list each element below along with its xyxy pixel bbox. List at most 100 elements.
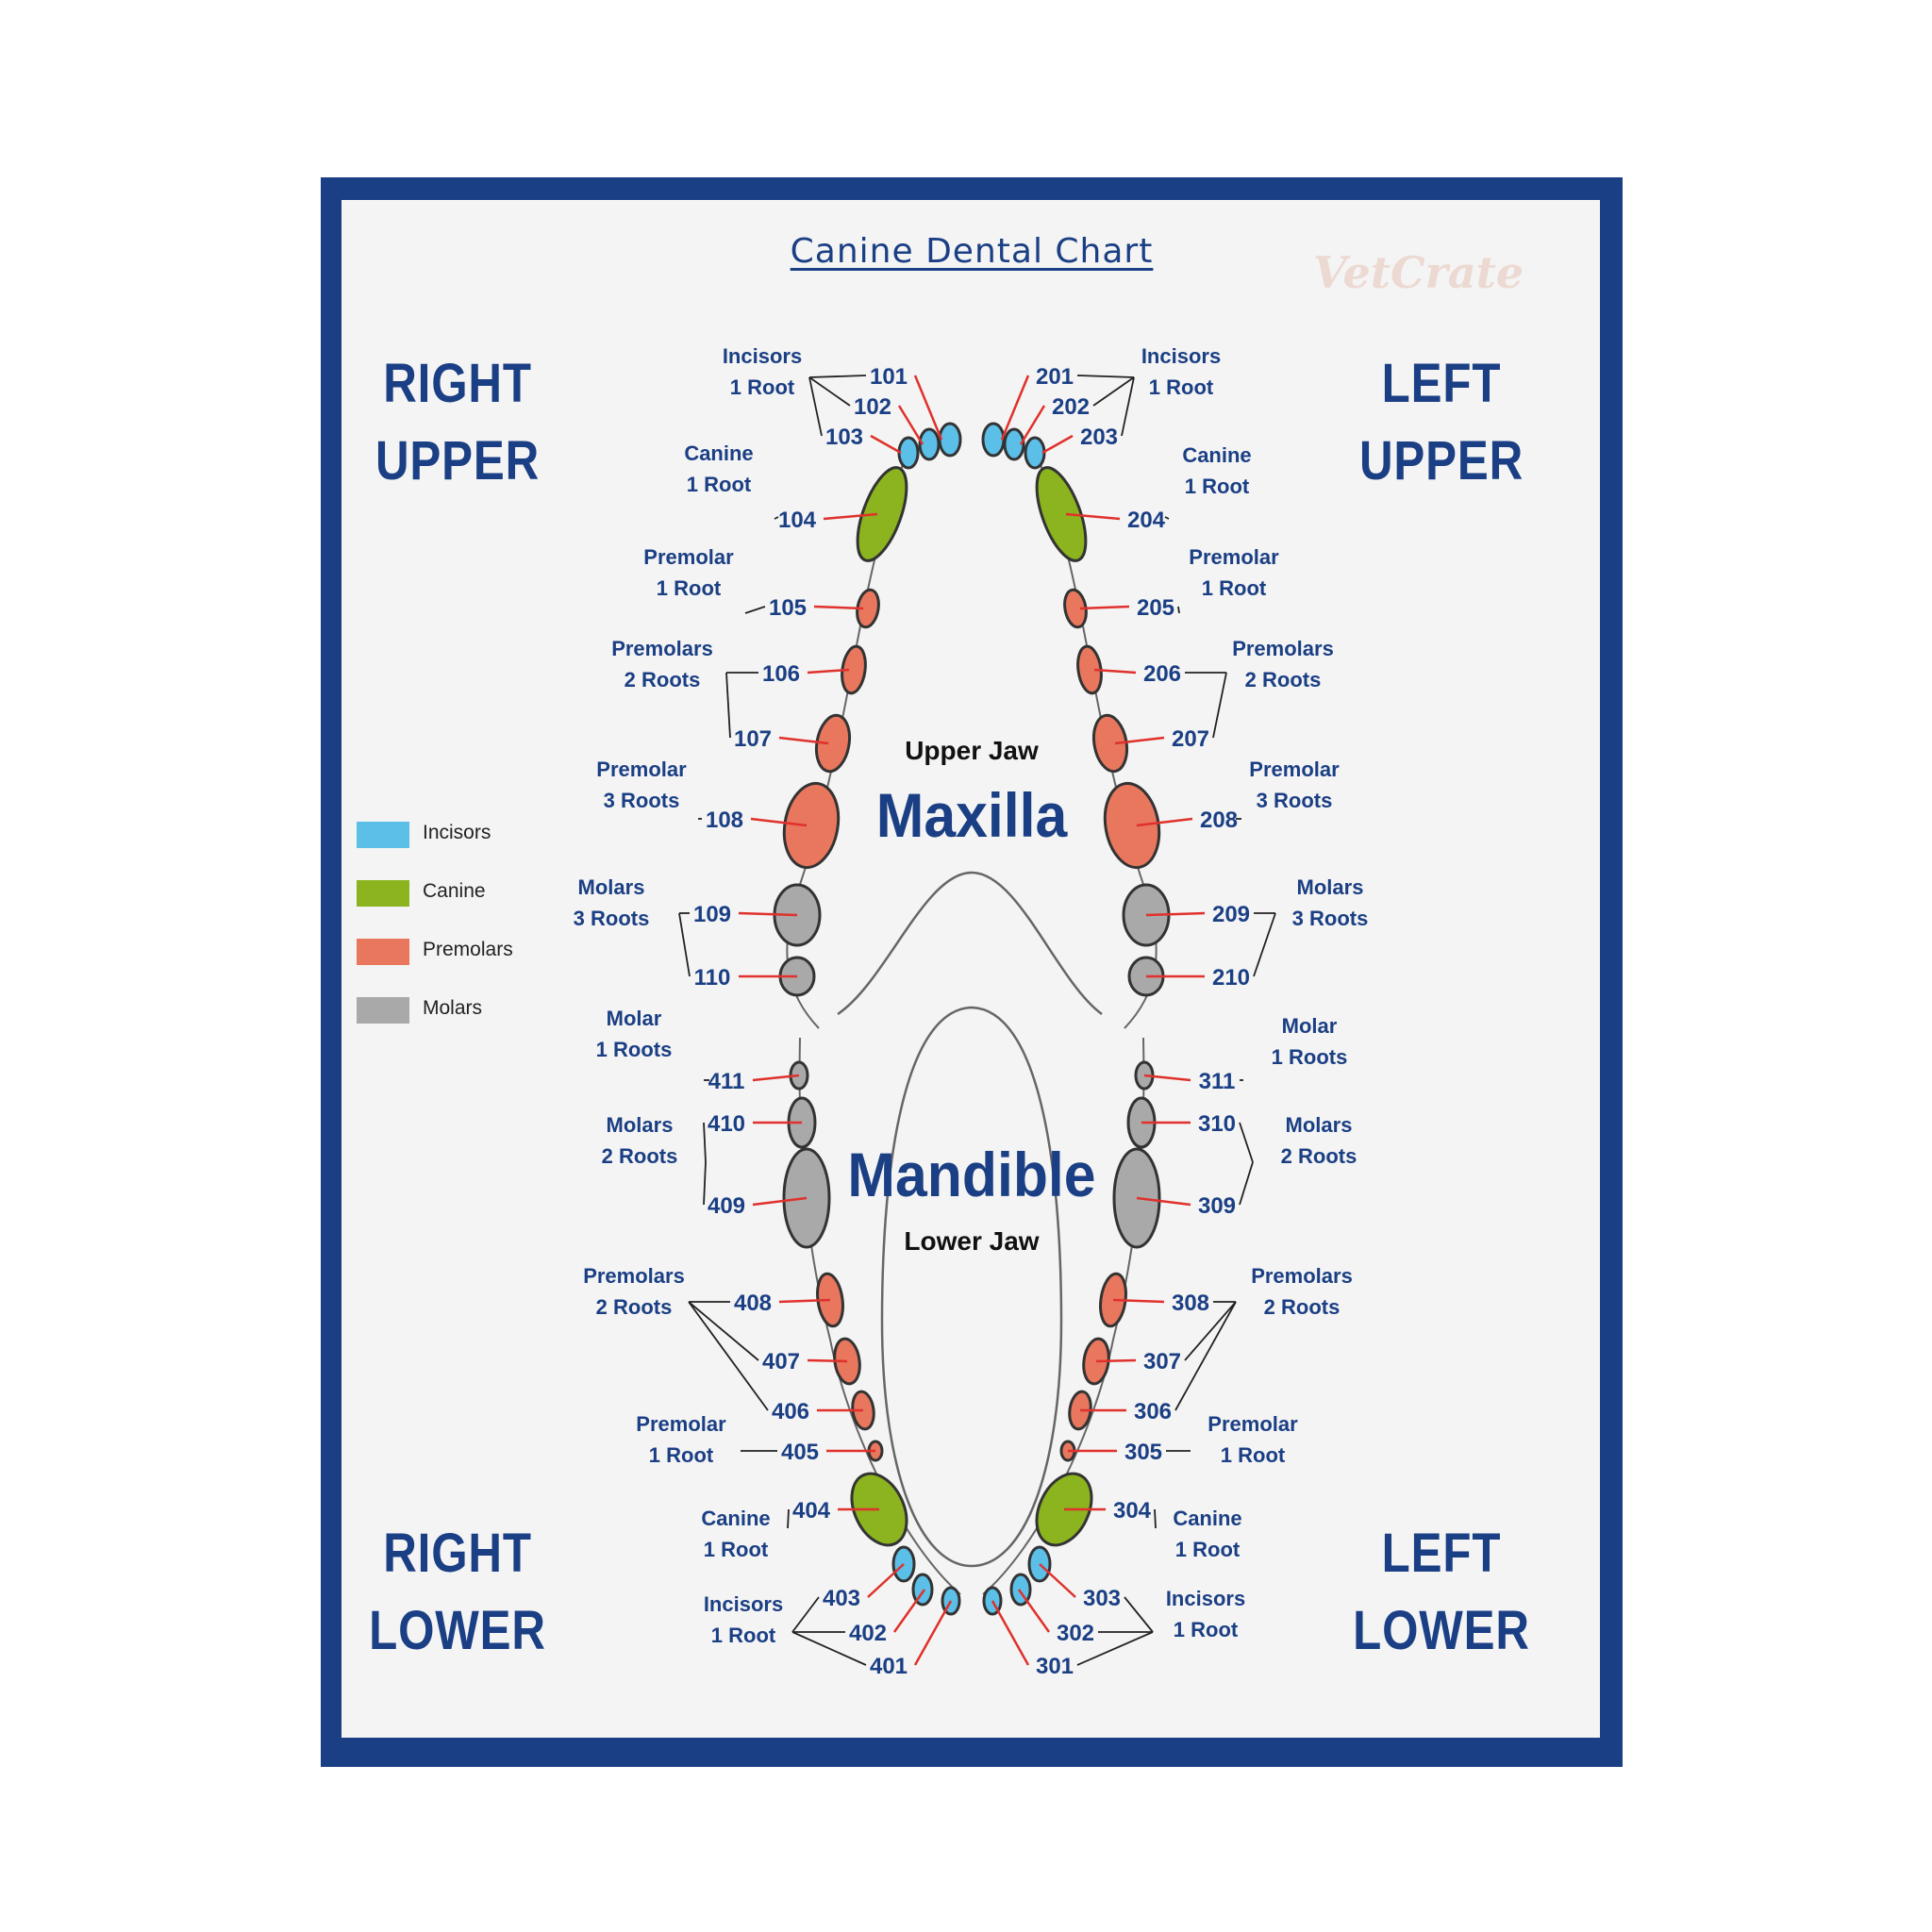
pointer-lines bbox=[738, 375, 1206, 1666]
group-label-line: 1 Root bbox=[1149, 375, 1214, 399]
group-label-line: 1 Root bbox=[730, 375, 795, 399]
quadrant-left-upper: LEFT UPPER bbox=[1338, 345, 1546, 500]
group-label-line: 3 Roots bbox=[1292, 907, 1369, 930]
group-label-line: 1 Root bbox=[657, 576, 722, 600]
tooth-number: 108 bbox=[706, 808, 743, 833]
tooth-number: 102 bbox=[854, 394, 891, 420]
tooth-105 bbox=[856, 588, 880, 629]
pointer-line bbox=[778, 1298, 831, 1304]
pointer-line bbox=[1017, 1589, 1051, 1633]
tooth-number: 403 bbox=[823, 1586, 860, 1611]
pointer-line bbox=[1000, 375, 1030, 441]
bracket-line bbox=[1154, 1508, 1157, 1529]
group-label-line: 1 Root bbox=[711, 1624, 776, 1647]
palate-curve bbox=[837, 871, 1103, 1016]
tooth-number: 407 bbox=[762, 1349, 800, 1374]
group-label-line: Canine bbox=[1173, 1507, 1241, 1530]
tooth-108 bbox=[782, 781, 841, 870]
group-label-line: Premolar bbox=[1208, 1412, 1298, 1436]
tooth-number: 203 bbox=[1080, 425, 1118, 450]
bracket-line bbox=[725, 672, 731, 739]
pointer-line bbox=[1136, 817, 1193, 827]
pointer-line bbox=[1114, 736, 1165, 745]
tooth-101 bbox=[938, 422, 962, 458]
group-label-line: 1 Root bbox=[687, 473, 752, 496]
bracket-line bbox=[703, 1122, 707, 1163]
tooth-number: 204 bbox=[1127, 508, 1166, 533]
bracket-line bbox=[1092, 376, 1135, 407]
bracket-line bbox=[1177, 606, 1180, 614]
pointer-line bbox=[1019, 405, 1046, 445]
tooth-201 bbox=[981, 422, 1006, 458]
bracket-line bbox=[1174, 1301, 1237, 1411]
tooth-number: 406 bbox=[772, 1399, 809, 1424]
pointer-line bbox=[738, 911, 798, 917]
mandible-outline bbox=[880, 1006, 1063, 1568]
tooth-number: 306 bbox=[1134, 1399, 1172, 1424]
bracket-line bbox=[808, 376, 823, 437]
bracket-line bbox=[688, 1301, 759, 1361]
tooth-number: 311 bbox=[1199, 1069, 1236, 1094]
group-label-line: 1 Root bbox=[1221, 1443, 1286, 1467]
group-label-line: 1 Root bbox=[1174, 1618, 1239, 1641]
quadrant-word: UPPER bbox=[1358, 430, 1524, 491]
pointer-line bbox=[1093, 668, 1137, 675]
bracket-line bbox=[791, 1631, 867, 1666]
group-label-line: Incisors bbox=[704, 1592, 783, 1616]
tooth-number: 105 bbox=[769, 595, 807, 621]
tooth-number: 405 bbox=[781, 1440, 819, 1465]
group-label-line: Premolar bbox=[636, 1412, 726, 1436]
pointer-line bbox=[750, 817, 808, 827]
tooth-number: 404 bbox=[792, 1498, 831, 1524]
tooth-number: 206 bbox=[1143, 661, 1181, 687]
pointer-line bbox=[913, 375, 943, 441]
legend-label: Canine bbox=[423, 880, 486, 902]
chart-title: Canine Dental Chart bbox=[790, 232, 1154, 271]
tooth-number: 106 bbox=[762, 661, 800, 687]
pointer-line bbox=[1145, 911, 1206, 917]
pointer-line bbox=[778, 736, 829, 745]
group-label-line: 2 Roots bbox=[596, 1295, 673, 1319]
group-label-line: 1 Root bbox=[704, 1538, 769, 1561]
mandible-label: Mandible bbox=[847, 1140, 1096, 1209]
group-label-line: Incisors bbox=[1141, 344, 1221, 368]
tooth-104 bbox=[856, 466, 908, 562]
tooth-number: 410 bbox=[708, 1111, 745, 1137]
group-label-line: 3 Roots bbox=[604, 789, 680, 812]
tooth-206 bbox=[1076, 644, 1103, 695]
pointer-line bbox=[867, 1563, 905, 1598]
group-label-line: Molars bbox=[607, 1113, 674, 1137]
quadrant-right-upper: RIGHT UPPER bbox=[354, 345, 562, 500]
tooth-number: 302 bbox=[1057, 1621, 1094, 1646]
tooth-number: 411 bbox=[708, 1069, 745, 1094]
tooth-number: 110 bbox=[694, 965, 731, 991]
tooth-number: 308 bbox=[1172, 1291, 1209, 1316]
bracket-lines bbox=[678, 375, 1276, 1666]
group-label-line: Premolars bbox=[611, 637, 713, 660]
pointer-line bbox=[1041, 434, 1074, 455]
tooth-number: 109 bbox=[693, 902, 731, 927]
bracket-line bbox=[744, 606, 766, 614]
quadrant-left-lower: LEFT LOWER bbox=[1338, 1515, 1546, 1670]
tooth-106 bbox=[841, 644, 867, 695]
pointer-line bbox=[870, 434, 902, 455]
tooth-207 bbox=[1091, 713, 1129, 774]
pointer-line bbox=[991, 1600, 1030, 1666]
bracket-line bbox=[688, 1301, 769, 1411]
pointer-line bbox=[807, 668, 850, 675]
bracket-line bbox=[1239, 1122, 1254, 1163]
tooth-103 bbox=[897, 436, 920, 470]
tooth-number: 310 bbox=[1198, 1111, 1236, 1137]
bracket-line bbox=[1076, 375, 1135, 378]
group-label-line: 1 Roots bbox=[596, 1038, 673, 1061]
group-label-line: 2 Roots bbox=[625, 668, 701, 691]
bracket-line bbox=[703, 1161, 707, 1206]
group-label-line: 3 Roots bbox=[1257, 789, 1333, 812]
bracket-line bbox=[808, 376, 851, 407]
group-label-line: Premolars bbox=[583, 1264, 685, 1288]
group-label-line: Premolar bbox=[643, 545, 734, 569]
tooth-number: 305 bbox=[1124, 1440, 1162, 1465]
tooth-number: 101 bbox=[870, 364, 908, 390]
bracket-line bbox=[1253, 912, 1276, 977]
vetcrate-logo: VetCrate bbox=[1313, 247, 1524, 298]
